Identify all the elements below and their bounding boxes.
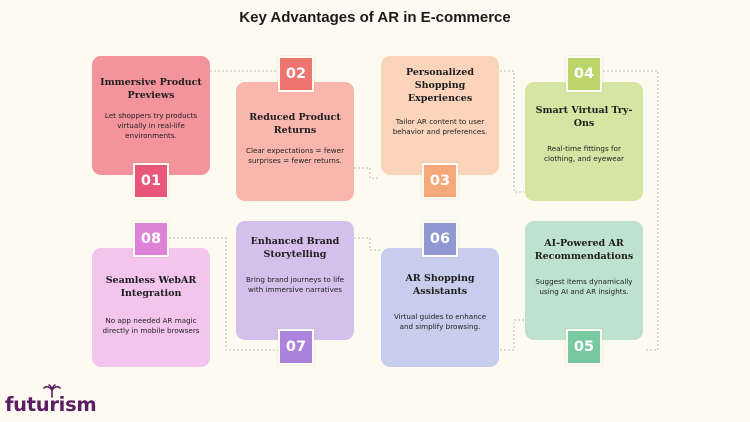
card-02: Reduced Product Returns Clear expectatio… xyxy=(236,82,354,201)
card-description: Let shoppers try products virtually in r… xyxy=(104,111,198,140)
card-title: Personalized Shopping Experiences xyxy=(406,67,474,104)
connector-02-03 xyxy=(354,167,380,179)
badge-06: 06 xyxy=(422,221,458,257)
badge-08: 08 xyxy=(133,221,169,257)
card-title: Reduced Product Returns xyxy=(249,112,341,136)
card-description: Tailor AR content to user behavior and p… xyxy=(392,117,488,136)
card-title: Immersive Product Previews xyxy=(100,77,202,101)
badge-04: 04 xyxy=(566,56,602,92)
page-title: Key Advantages of AR in E-commerce xyxy=(239,9,511,26)
badge-01: 01 xyxy=(133,163,169,199)
logo-text: futurism xyxy=(5,393,97,416)
palm-burst-icon xyxy=(43,384,61,398)
card-04: Smart Virtual Try-Ons Real-time fittings… xyxy=(525,82,643,201)
card-description: Bring brand journeys to life with immers… xyxy=(245,275,345,294)
card-title: AI-Powered AR Recommendations xyxy=(534,238,634,262)
card-description: Suggest items dynamically using AI and A… xyxy=(535,277,633,296)
card-title: Seamless WebAR Integration xyxy=(105,275,197,299)
card-description: Virtual guides to enhance and simplify b… xyxy=(393,312,487,331)
card-01: Immersive Product Previews Let shoppers … xyxy=(92,56,210,175)
badge-03: 03 xyxy=(422,163,458,199)
connector-03-04 xyxy=(500,70,524,193)
badge-05: 05 xyxy=(566,329,602,365)
card-description: Real-time fittings for clothing, and eye… xyxy=(544,144,624,163)
card-description: Clear expectations = fewer surprises = f… xyxy=(245,146,345,165)
connector-01-02 xyxy=(210,60,298,72)
card-title: AR Shopping Assistants xyxy=(405,273,475,297)
badge-02: 02 xyxy=(278,56,314,92)
card-description: No app needed AR magic directly in mobil… xyxy=(102,316,200,335)
card-06: AR Shopping Assistants Virtual guides to… xyxy=(381,248,499,367)
card-05: AI-Powered AR Recommendations Suggest it… xyxy=(525,221,643,340)
card-title: Enhanced Brand Storytelling xyxy=(250,236,340,260)
card-03: Personalized Shopping Experiences Tailor… xyxy=(381,56,499,175)
card-title: Smart Virtual Try-Ons xyxy=(535,105,633,129)
badge-07: 07 xyxy=(278,329,314,365)
connector-06-07 xyxy=(354,237,380,251)
futurism-logo: futurism xyxy=(5,384,97,416)
card-07: Enhanced Brand Storytelling Bring brand … xyxy=(236,221,354,340)
card-08: Seamless WebAR Integration No app needed… xyxy=(92,248,210,367)
connector-05-06 xyxy=(500,319,524,351)
